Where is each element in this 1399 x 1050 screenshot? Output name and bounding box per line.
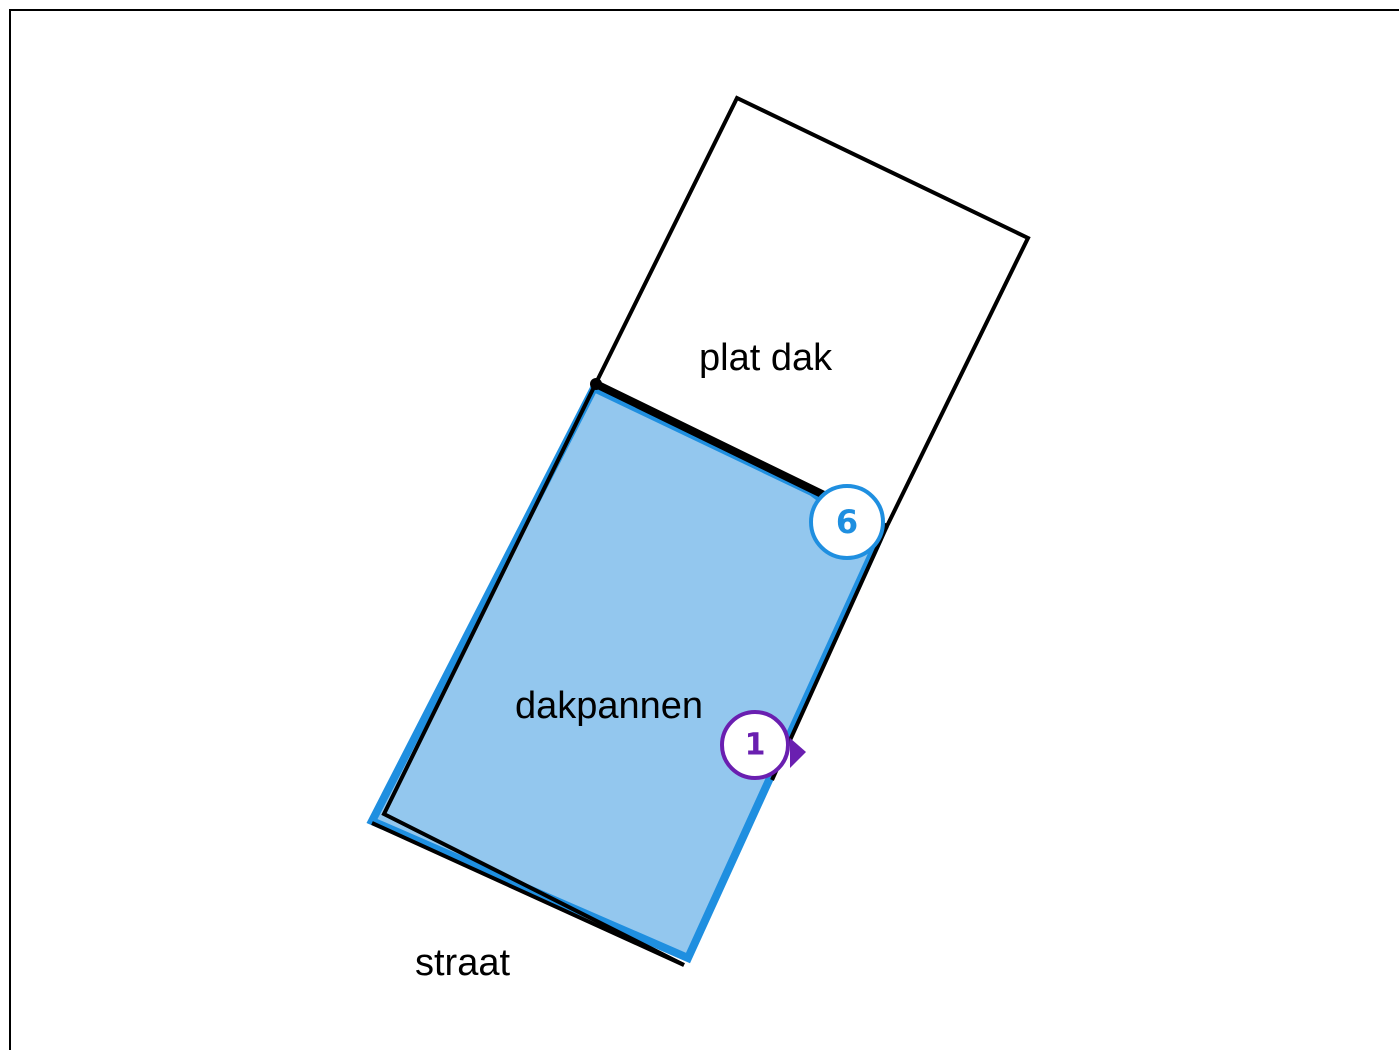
tiled-roof-label: dakpannen [515,685,703,727]
face-marker-pointer [790,738,806,768]
face-marker-badge[interactable]: 1 [720,710,806,780]
ridge-edge[interactable] [592,380,830,500]
flat-roof-label: plat dak [699,337,833,379]
tiled-roof-face[interactable] [366,382,883,964]
street-edge-line [371,821,685,967]
edge-marker-number: 6 [836,503,858,541]
diagram-frame [9,9,1399,1050]
street-label: straat [415,942,510,984]
right-edge-line [770,525,889,781]
tiled-roof-outline [381,382,685,967]
face-marker-number: 1 [745,728,766,763]
edge-marker-badge[interactable]: 6 [809,484,885,560]
ridge-edge-endpoint[interactable] [590,378,602,390]
